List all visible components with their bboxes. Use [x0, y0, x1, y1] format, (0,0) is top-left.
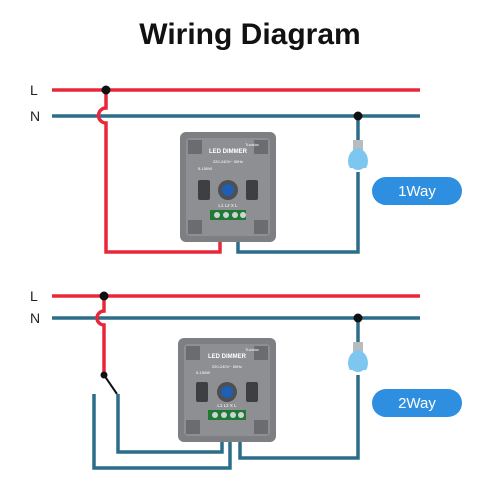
neutral-label: N [30, 108, 40, 124]
live-label: L [30, 288, 38, 304]
neutral-junction-dot [353, 111, 363, 121]
live-drop-wire [96, 90, 222, 254]
device-power: 5-150W [196, 370, 210, 375]
device-power: 5-150W [198, 166, 212, 171]
section-2way: L N 2Way [30, 288, 462, 470]
device-brand: Tuvalux [245, 347, 259, 352]
mode-badge-1way: 1Way [372, 177, 462, 205]
device-name: LED DIMMER [208, 354, 247, 360]
bulb-icon [348, 342, 368, 372]
neutral-junction-dot [353, 313, 363, 323]
terminal-labels: L1 L2 X L [218, 203, 238, 208]
mode-badge-2way: 2Way [372, 389, 462, 417]
device-spec: 220-240V~ 50Hz [212, 364, 242, 369]
mode-label: 2Way [398, 395, 436, 412]
device-name: LED DIMMER [209, 149, 248, 155]
live-label: L [30, 82, 38, 98]
dimmer-device: LED DIMMER 220-240V~ 50Hz Tuvalux 5-150W… [180, 132, 276, 242]
terminal-labels: L1 L2 X L [217, 403, 237, 408]
section-1way: L N 1Way [30, 82, 462, 254]
mode-label: 1Way [398, 183, 436, 200]
live-junction-dot [101, 85, 111, 95]
traveller-wire-1 [92, 394, 232, 470]
neutral-label: N [30, 310, 40, 326]
switch-lever [103, 374, 118, 395]
device-spec: 220-240V~ 50Hz [213, 159, 243, 164]
device-brand: Tuvalux [245, 142, 259, 147]
bulb-icon [348, 140, 368, 170]
live-junction-dot [99, 291, 109, 301]
page-title: Wiring Diagram [139, 18, 361, 51]
live-drop-wire [95, 296, 106, 372]
dimmer-device: LED DIMMER 220-240V~ 50Hz Tuvalux 5-150W… [178, 338, 276, 442]
